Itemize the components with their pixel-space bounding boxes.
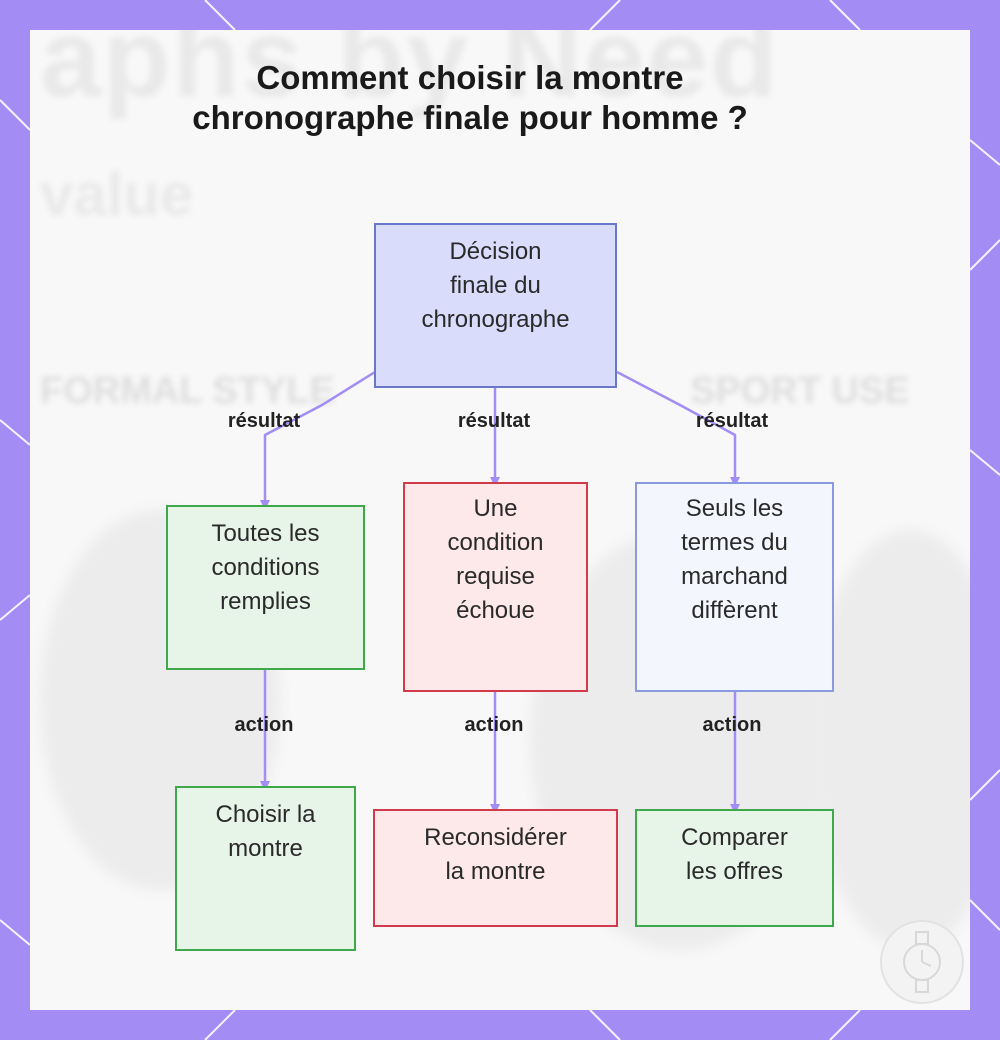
node-text: échoue	[456, 597, 535, 624]
node-text: Décision	[449, 238, 542, 265]
node-text: chronographe	[421, 306, 570, 333]
node-text: requise	[456, 563, 535, 590]
background-headline: aphs by Need	[40, 30, 780, 120]
watch-icon	[903, 931, 941, 993]
node-text: condition	[447, 529, 544, 556]
edge-label-result-right: résultat	[695, 410, 769, 432]
node-text: Seuls les	[685, 495, 784, 522]
node-text: conditions	[211, 554, 320, 581]
node-text: Reconsidérer	[424, 824, 567, 851]
diagram-title: Comment choisir la montre chronographe f…	[0, 58, 940, 138]
node-all-conditions-met: Toutes les conditions remplies	[166, 505, 365, 670]
node-final-decision: Décision finale du chronographe	[374, 223, 617, 388]
node-text: diffèrent	[691, 597, 778, 624]
edge-label-action-center: action	[464, 714, 524, 736]
background-watch-right	[810, 530, 970, 950]
node-text: Une	[473, 495, 518, 522]
node-text: Choisir la	[215, 801, 316, 828]
node-text: termes du	[681, 529, 788, 556]
node-text: Comparer	[681, 824, 788, 851]
edge-root-to-all-met	[260, 370, 376, 510]
background-right-label: SPORT USE	[690, 370, 910, 412]
watch-logo-seal	[880, 920, 964, 1004]
edge-label-action-right: action	[702, 714, 762, 736]
node-text: marchand	[681, 563, 788, 590]
title-line-1: Comment choisir la montre	[256, 59, 684, 96]
node-text: les offres	[686, 858, 783, 885]
background-left-label: FORMAL STYLE	[40, 370, 335, 412]
node-text: finale du	[450, 272, 541, 299]
node-condition-fails: Une condition requise échoue	[403, 482, 588, 692]
edge-root-to-terms-differ	[616, 370, 740, 487]
node-reconsider-watch: Reconsidérer la montre	[373, 809, 618, 927]
node-choose-watch: Choisir la montre	[175, 786, 356, 951]
background-subtitle: value	[40, 161, 194, 228]
edge-label-action-left: action	[234, 714, 294, 736]
node-terms-differ: Seuls les termes du marchand diffèrent	[635, 482, 834, 692]
edge-label-result-left: résultat	[227, 410, 301, 432]
edge-label-result-center: résultat	[457, 410, 531, 432]
title-line-2: chronographe finale pour homme ?	[192, 99, 748, 136]
node-text: montre	[228, 835, 303, 862]
node-text: remplies	[220, 588, 311, 615]
node-text: la montre	[445, 858, 546, 885]
node-compare-offers: Comparer les offres	[635, 809, 834, 927]
node-text: Toutes les	[211, 520, 320, 547]
